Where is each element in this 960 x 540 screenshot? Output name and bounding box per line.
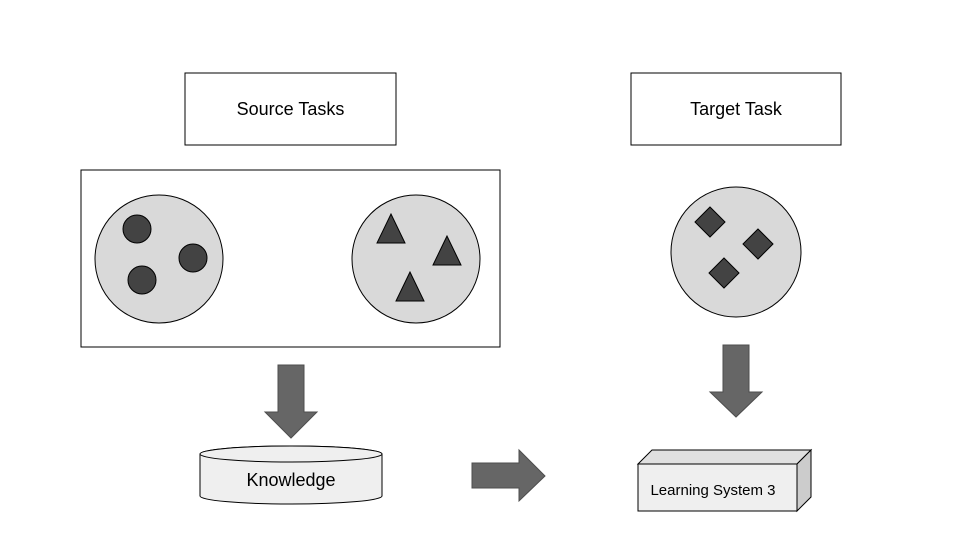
source-tasks-label-box: Source Tasks <box>184 72 397 146</box>
knowledge-store: Knowledge <box>199 445 383 505</box>
triangle-icon <box>395 270 425 302</box>
diamond-icon <box>742 228 774 260</box>
target-task-label: Target Task <box>690 99 783 119</box>
arrow-down-icon <box>708 344 764 418</box>
diamond-icon <box>708 257 740 289</box>
source-tasks-label: Source Tasks <box>237 99 345 119</box>
target-task-disc <box>670 186 802 318</box>
arrow-right-icon <box>471 448 546 503</box>
circle-icon <box>178 243 208 273</box>
learning-system-label: Learning System 3 <box>650 482 775 499</box>
source-task-circles <box>94 194 224 324</box>
knowledge-label: Knowledge <box>246 470 335 490</box>
target-task-diamonds <box>670 186 802 318</box>
arrow-down-icon <box>263 364 319 439</box>
learning-system-box: Learning System 3 <box>636 448 813 513</box>
triangle-icon <box>376 212 406 244</box>
circle-icon <box>127 265 157 295</box>
target-task-label-box: Target Task <box>630 72 842 146</box>
circle-icon <box>122 214 152 244</box>
source-task-2-disc <box>351 194 481 324</box>
triangle-icon <box>432 234 462 266</box>
cuboid-icon <box>636 449 813 465</box>
source-task-triangles <box>351 194 481 324</box>
diamond-icon <box>694 206 726 238</box>
